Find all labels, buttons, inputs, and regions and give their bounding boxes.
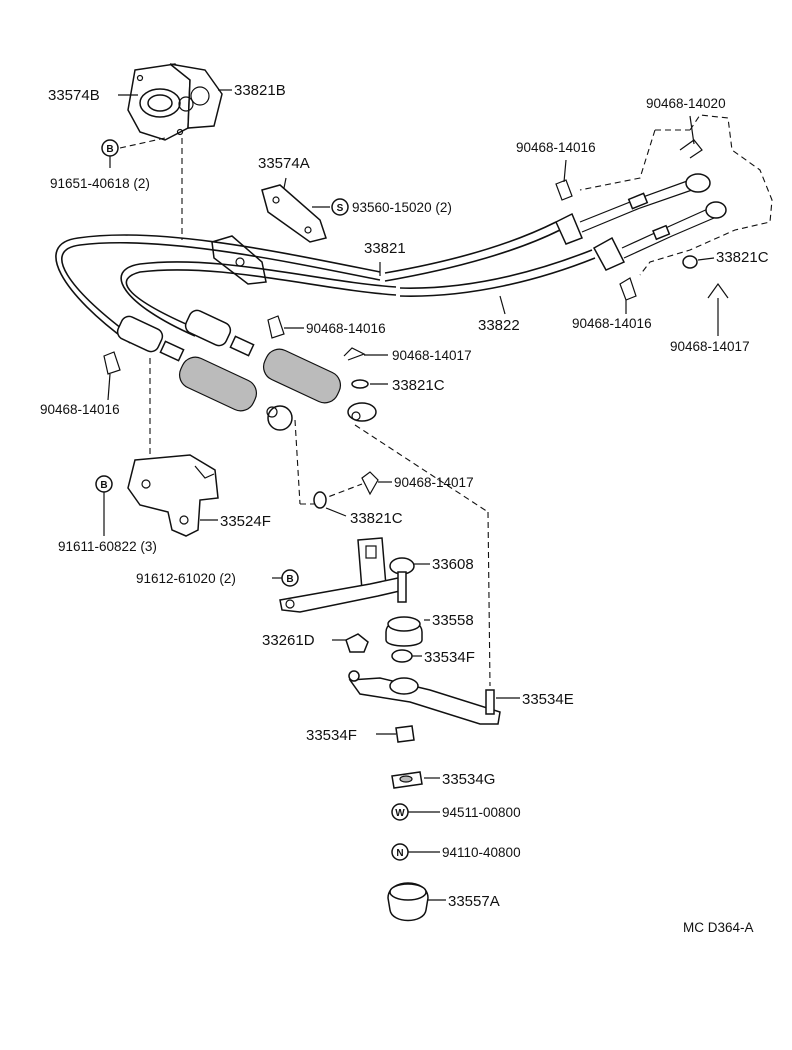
label-33574A: 33574A [258,155,310,172]
label-90468-14016-right: 90468-14016 [572,316,652,331]
code-s: S [331,198,349,216]
bushing-33558 [385,616,423,647]
label-90468-14017-low: 90468-14017 [394,475,474,490]
label-90468-14016-top: 90468-14016 [516,140,596,155]
code-b-top: B [101,139,119,157]
label-90468-14016-left: 90468-14016 [40,402,120,417]
cable-33822 [120,249,596,337]
label-94110-40800: 94110-40800 [442,845,521,860]
diagram-footer-code: MC D364-A [683,920,754,935]
svg-text:B: B [100,480,107,491]
cable-end-lower-right [592,201,727,271]
cable-33821 [55,221,561,344]
clip-90468-14016-left [103,351,121,375]
clip-90468-14017-mid [343,347,366,361]
label-33558: 33558 [432,612,474,629]
label-33524F: 33524F [220,513,271,530]
bracket-33524F [127,454,219,537]
svg-text:B: B [106,144,113,155]
bushing-33534F-lower [395,725,415,743]
svg-text:B: B [286,574,293,585]
label-33608: 33608 [432,556,474,573]
label-33574B: 33574B [48,87,100,104]
label-33821: 33821 [364,240,406,257]
label-33261D: 33261D [262,632,315,649]
code-w-label: W [395,808,405,819]
bracket-33574B [127,63,191,141]
label-90468-14020: 90468-14020 [646,96,726,111]
label-90468-14017-right: 90468-14017 [670,339,750,354]
bracket-33574A [261,184,327,243]
bushing-33534F-upper [391,649,413,663]
lever-33608 [279,537,415,613]
label-33557A: 33557A [448,893,500,910]
clip-90468-14020 [679,139,703,159]
code-n-label: N [396,848,403,859]
clip-90468-14017-right [707,282,729,299]
label-33822: 33822 [478,317,520,334]
cable-end-upper-right [555,173,711,245]
label-90468-14016-mid: 90468-14016 [306,321,386,336]
nut-33261D [345,633,369,653]
clip-90468-14017-low [361,471,379,496]
label-33534E: 33534E [522,691,574,708]
label-33534G: 33534G [442,771,495,788]
nut-94110: N [391,843,409,861]
label-90468-14017-mid: 90468-14017 [392,348,472,363]
label-33534F-upper: 33534F [424,649,475,666]
clip-90468-14016-top [555,179,573,201]
label-91651-40618: 91651-40618 (2) [50,176,150,191]
lever-33534E [348,670,501,725]
washer-33821C-right [682,255,698,269]
label-91612-61020: 91612-61020 (2) [136,571,236,586]
code-b-mid: B [281,569,299,587]
washer-33821C-mid [351,379,369,389]
label-33821C-mid: 33821C [392,377,445,394]
plate-33534G [391,771,423,789]
cable-fitting-left-upper [116,315,293,431]
washer-94511: W [391,803,409,821]
bracket-33821B [169,63,223,129]
label-33821B: 33821B [234,82,286,99]
washer-33821C-low [313,491,327,509]
clip-90468-14016-right [619,277,637,301]
cable-fitting-left-lower [184,309,377,422]
label-93560-15020: 93560-15020 (2) [352,200,452,215]
label-91611-60822: 91611-60822 (3) [58,539,157,554]
bushing-33557A [387,882,429,922]
label-94511-00800: 94511-00800 [442,805,521,820]
svg-text:S: S [337,203,344,214]
clip-90468-14016-mid [267,315,285,339]
label-33534F-lower: 33534F [306,727,357,744]
code-b-left: B [95,475,113,493]
label-33821C-low: 33821C [350,510,403,527]
label-33821C-right: 33821C [716,249,769,266]
